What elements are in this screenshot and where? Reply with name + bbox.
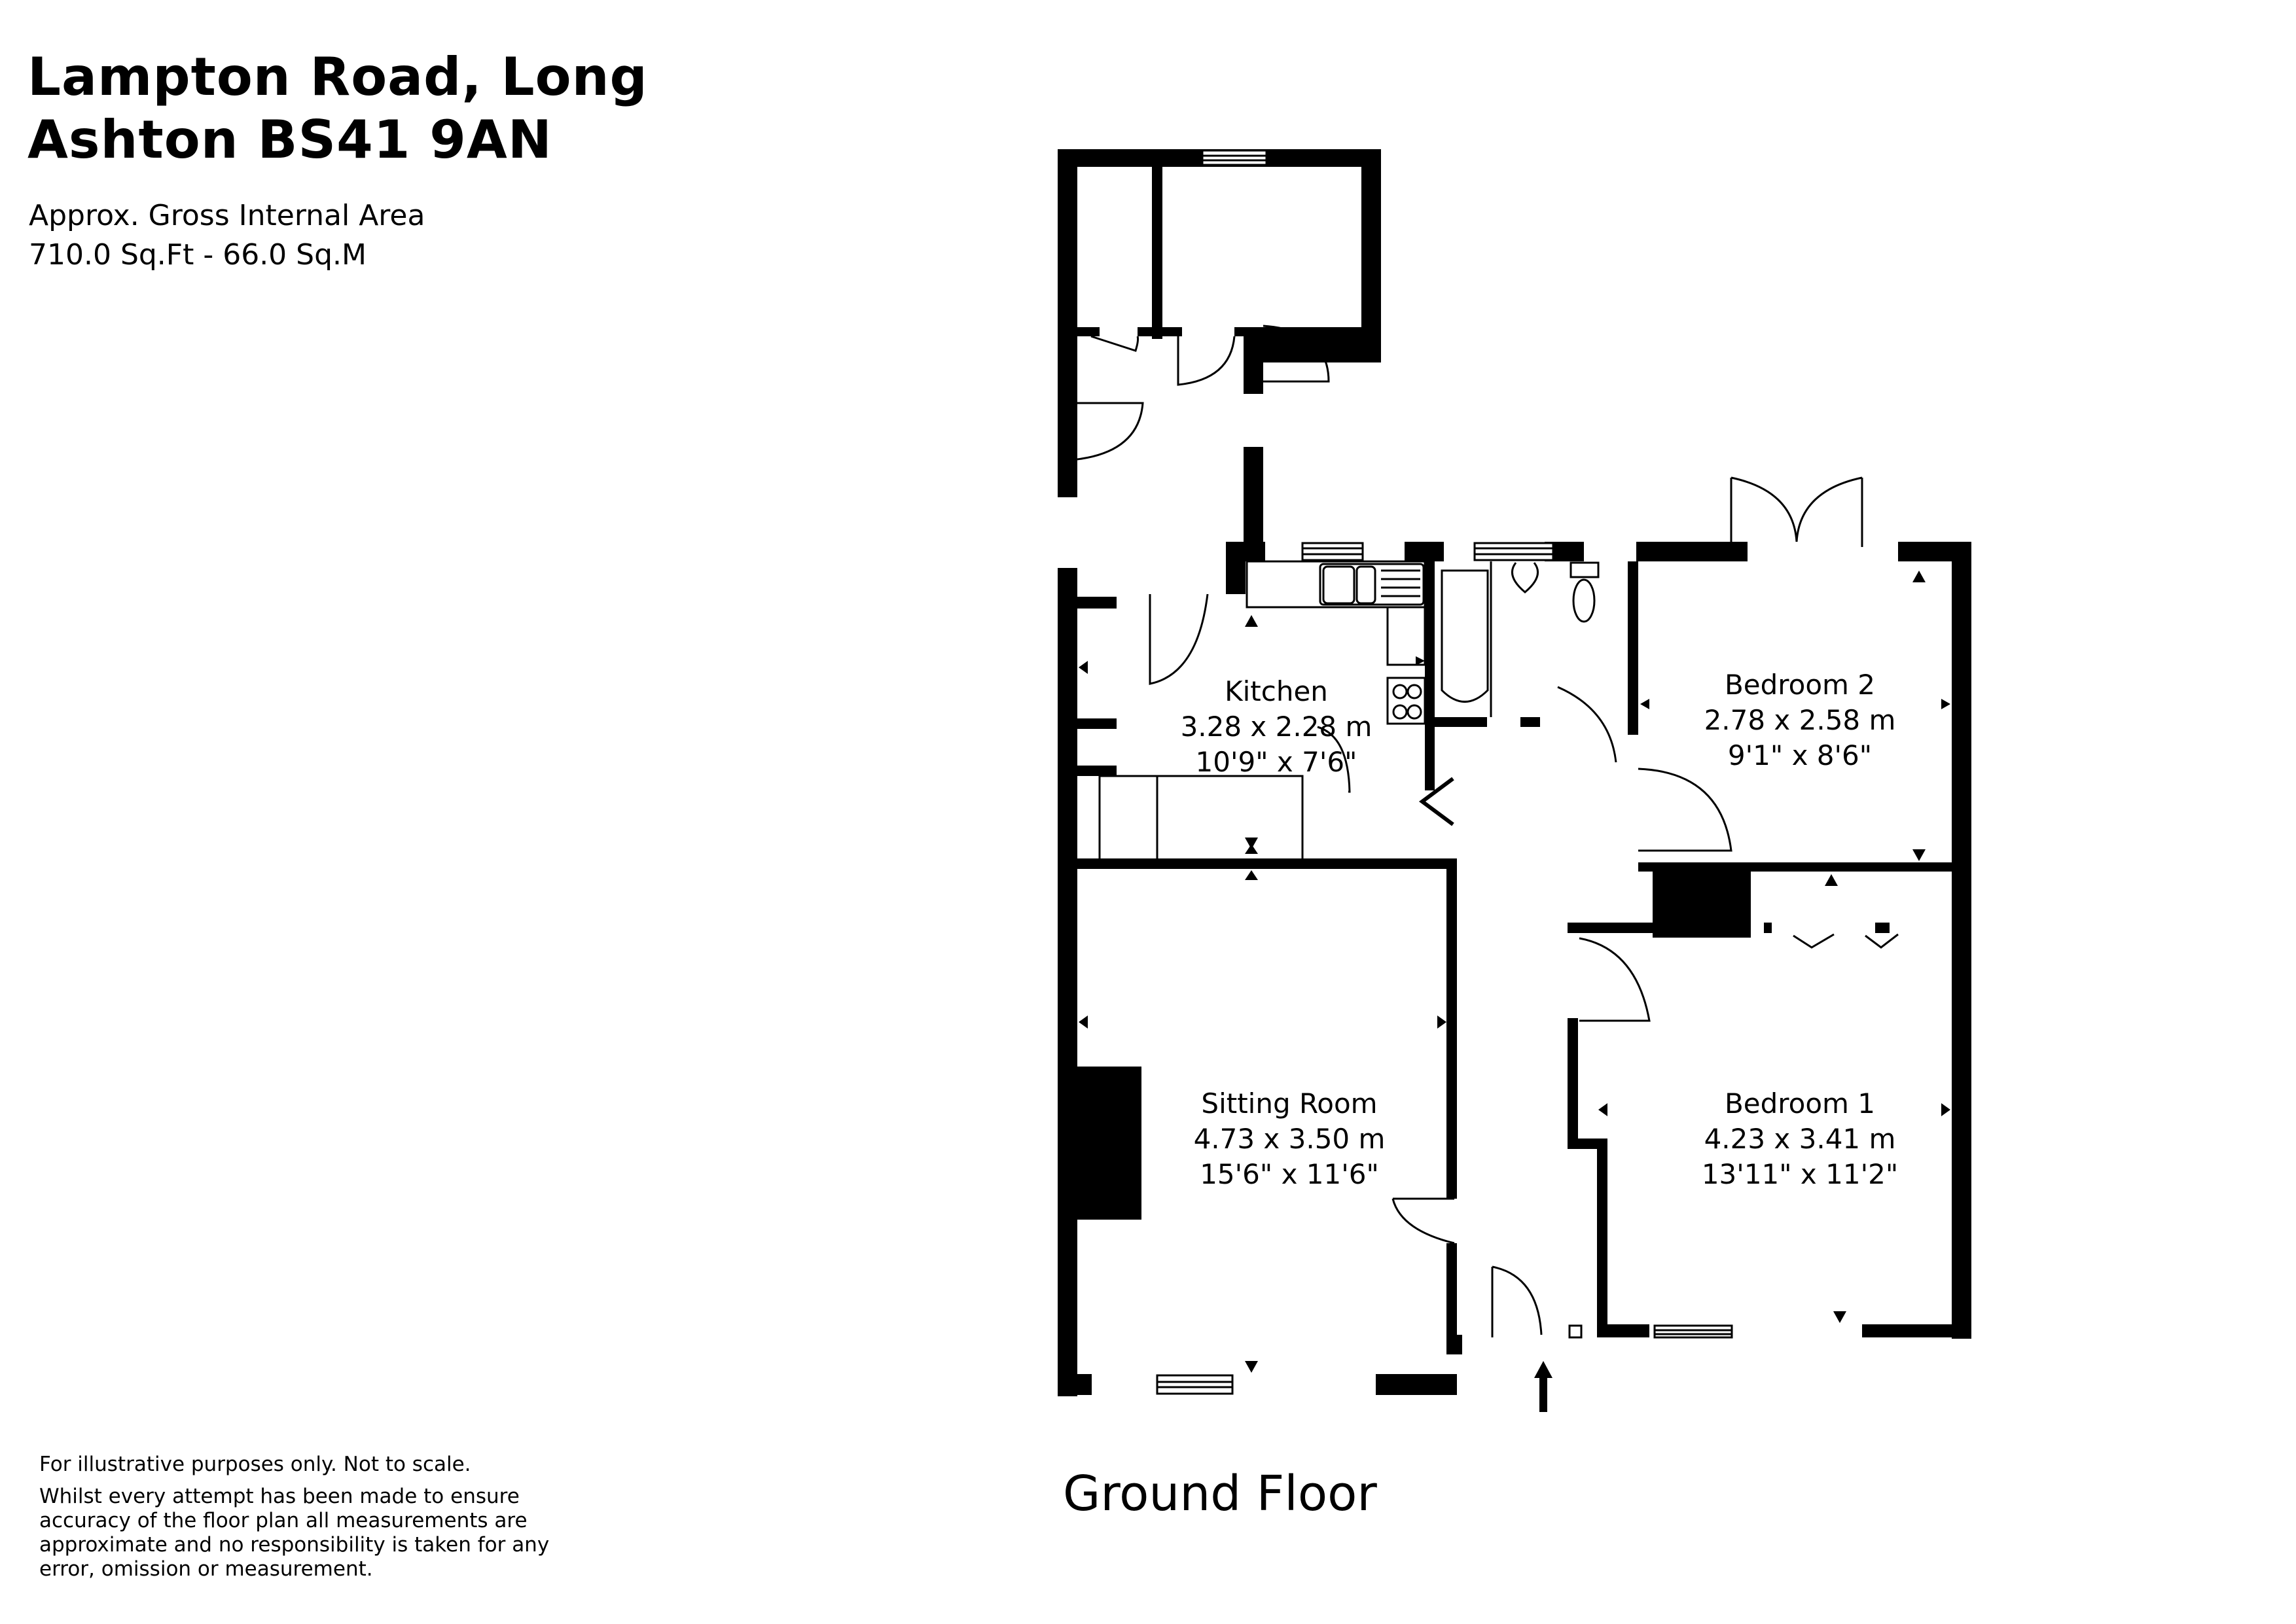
- room-bedroom-2: Bedroom 2 2.78 x 2.58 m 9'1" x 8'6": [1695, 667, 1905, 773]
- room-name: Bedroom 2: [1724, 669, 1876, 701]
- area-label: Approx. Gross Internal Area: [29, 199, 425, 232]
- basin: [1511, 562, 1539, 593]
- worktop: [1246, 560, 1426, 609]
- bathtub: [1441, 569, 1489, 703]
- floor-name: Ground Floor: [1063, 1466, 1377, 1522]
- room-name: Bedroom 1: [1724, 1087, 1876, 1120]
- room-imperial: 9'1" x 8'6": [1727, 739, 1873, 771]
- windows: [1156, 149, 1733, 1395]
- hob: [1386, 677, 1426, 725]
- disclaimer: For illustrative purposes only. Not to s…: [39, 1453, 589, 1581]
- room-imperial: 15'6" x 11'6": [1200, 1158, 1379, 1190]
- room-sitting-room: Sitting Room 4.73 x 3.50 m 15'6" x 11'6": [1165, 1086, 1414, 1192]
- sink-unit: [1319, 563, 1425, 606]
- toilet-cistern: [1570, 561, 1600, 578]
- fixtures: [1246, 560, 1600, 725]
- room-name: Sitting Room: [1201, 1087, 1378, 1120]
- address-line-2: Ashton BS41 9AN: [27, 109, 552, 170]
- area-value: 710.0 Sq.Ft - 66.0 Sq.M: [29, 238, 367, 272]
- room-metric: 4.23 x 3.41 m: [1704, 1123, 1896, 1155]
- disclaimer-line-2: Whilst every attempt has been made to en…: [39, 1485, 550, 1581]
- toilet-bowl: [1572, 578, 1596, 623]
- room-name: Kitchen: [1225, 675, 1328, 707]
- gross-internal-area: Approx. Gross Internal Area 710.0 Sq.Ft …: [29, 196, 425, 275]
- dimension-markers: [1079, 571, 1950, 1373]
- property-address: Lampton Road, Long Ashton BS41 9AN: [27, 46, 648, 171]
- room-kitchen: Kitchen 3.28 x 2.28 m 10'9" x 7'6": [1172, 674, 1381, 780]
- room-imperial: 10'9" x 7'6": [1195, 746, 1357, 778]
- room-bedroom-1: Bedroom 1 4.23 x 3.41 m 13'11" x 11'2": [1676, 1086, 1924, 1192]
- doors: [1077, 325, 1899, 1337]
- room-metric: 4.73 x 3.50 m: [1193, 1123, 1386, 1155]
- room-metric: 3.28 x 2.28 m: [1180, 711, 1372, 743]
- disclaimer-line-1: For illustrative purposes only. Not to s…: [39, 1453, 471, 1476]
- room-metric: 2.78 x 2.58 m: [1704, 704, 1896, 736]
- address-line-1: Lampton Road, Long: [27, 46, 648, 107]
- room-imperial: 13'11" x 11'2": [1701, 1158, 1899, 1190]
- entrance-arrow-icon: [1534, 1361, 1552, 1412]
- counter: [1386, 606, 1426, 666]
